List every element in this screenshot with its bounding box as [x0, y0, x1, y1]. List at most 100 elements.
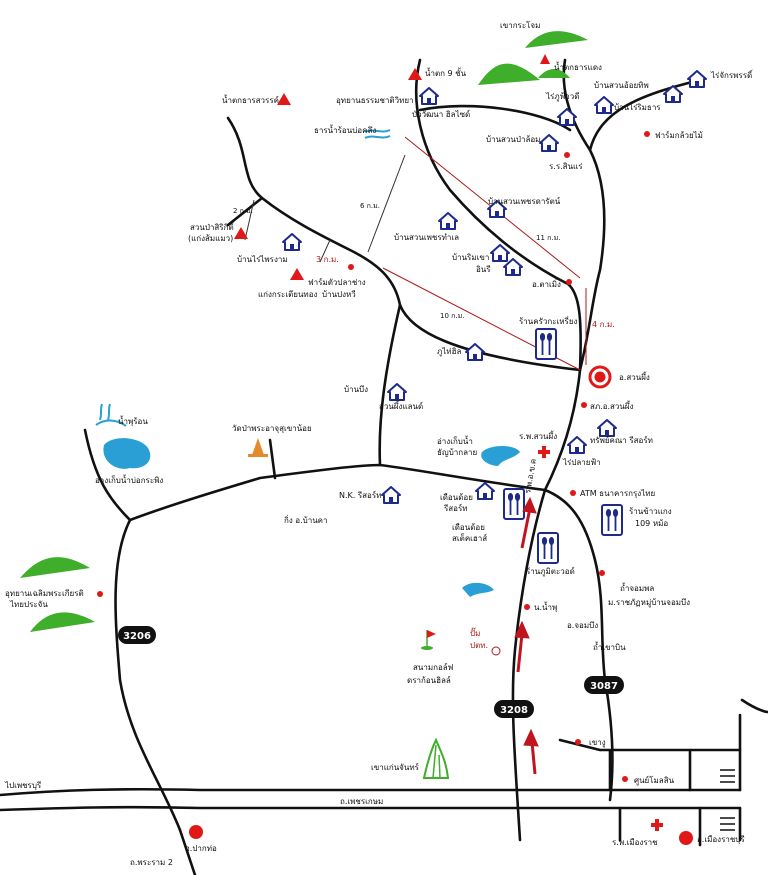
district-marker-icon — [679, 831, 693, 845]
place-label: ATM ธนาคารกรุงไทย — [580, 489, 655, 498]
arrow-north-icon — [523, 728, 539, 775]
place-label: น้ำตก 9 ชั้น — [425, 67, 467, 78]
place-label: อ.เมืองราชบุรี — [697, 835, 745, 844]
hill-icon — [538, 69, 570, 78]
district-marker-icon — [189, 825, 203, 839]
place-label: ร.พ.เมืองราช — [612, 838, 658, 847]
house-icon — [687, 70, 707, 88]
poi-dot — [524, 604, 530, 610]
rapids-peak-icon — [290, 268, 304, 280]
place-label: น.น้ำพุ — [534, 601, 557, 612]
place-label: ถ้ำเขาบิน — [593, 641, 626, 652]
waterfall-peak-icon — [408, 68, 422, 80]
road-label: ถ.เพชรเกษม — [340, 797, 383, 806]
poi-dot — [570, 490, 576, 496]
road-highway-lower — [0, 805, 742, 812]
distance-4km-label: 4 ก.ม. — [592, 320, 615, 329]
place-label: น้ำพุร้อน — [118, 415, 148, 426]
place-label: ไร่จักรพรรดิ์ — [710, 69, 754, 80]
poi-dot — [644, 131, 650, 137]
railway-icon — [720, 769, 735, 831]
svg-text:3208: 3208 — [500, 705, 528, 716]
road-3208-main — [511, 368, 582, 842]
road-loop-north — [418, 104, 572, 132]
peak-markers — [234, 54, 550, 280]
place-label: ร.พ.สวนผึ้ง — [519, 430, 557, 441]
place-label: เดือนด้อย — [452, 523, 485, 532]
place-label: ธารน้ำร้อนบ่อคลึง — [314, 124, 376, 135]
road-3206 — [114, 518, 182, 832]
hill-icon — [525, 31, 588, 48]
road-city-east — [738, 698, 768, 842]
place-label: เขากระโจม — [500, 20, 540, 30]
hill-icon — [30, 612, 95, 632]
district-marker-icon — [588, 365, 612, 389]
distance-2km-label: 2 ก.ม. — [233, 207, 253, 215]
house-icon — [594, 96, 614, 114]
place-label: N.K. รีสอร์ท — [339, 490, 381, 500]
restaurant-icon — [503, 488, 525, 520]
place-label: ไร่ภูฟ้าวดี — [545, 92, 579, 102]
place-label: บ้านไร่ริมธาร — [614, 103, 661, 112]
place-label: บ้านสวนอ้อยทิพ — [594, 81, 649, 90]
place-label: บ้านปงหวี — [322, 290, 356, 299]
route-badge-3208: 3208 — [494, 700, 534, 718]
house-icon — [381, 486, 401, 504]
place-label: กิ่ง อ.บ้านคา — [284, 514, 328, 525]
poi-dot — [566, 279, 572, 285]
road-label: ไปเพชรบุรี — [4, 781, 42, 790]
place-label: ดราก้อนฮิลล์ — [407, 675, 451, 685]
place-label: น้ำตกธารสวรรค์ — [222, 94, 279, 105]
svg-text:3206: 3206 — [123, 631, 151, 642]
poi-dot — [97, 591, 103, 597]
waterfall-peak-icon — [540, 54, 550, 64]
place-label: น้ำตกธารแดง — [554, 61, 602, 72]
road-network — [0, 58, 768, 875]
place-label: ธัญบ้ากลาย — [437, 448, 477, 457]
place-label: (แก่งส้มแมว) — [188, 234, 233, 243]
place-label: รีสอร์ท — [443, 503, 467, 513]
waterfall-peak-icon — [277, 93, 291, 105]
road-highway-upper — [0, 787, 742, 797]
direction-arrows — [514, 496, 539, 775]
place-label: ร้านภูมิตะวอด์ — [526, 566, 575, 577]
place-label: อุทยานธรรมชาติวิทยา — [336, 96, 414, 105]
place-label: บัววัฒนา ฮิลไซด์ — [412, 109, 470, 119]
arrow-north-icon — [520, 496, 537, 549]
reservoir-icon — [481, 446, 520, 466]
place-label: อ่างเก็บน้ำบ่อกระพิง — [95, 474, 163, 485]
place-label: ไทยประจัน — [9, 600, 48, 609]
distance-10km-label: 10 ก.ม. — [440, 312, 464, 320]
poi-dot — [564, 152, 570, 158]
poi-dot — [348, 264, 354, 270]
place-label: บ้านสวนเพชรดารัตน์ — [488, 196, 561, 206]
place-label: ศูนย์โมลสิน — [634, 775, 675, 786]
hill-icon — [20, 557, 90, 578]
house-icon — [438, 212, 458, 230]
place-label: ทรัพย์คณา รีสอร์ท — [590, 435, 653, 445]
place-label: เดือนด้อย — [440, 493, 473, 502]
poi-dot — [581, 402, 587, 408]
place-label: อ.จอมบึง — [567, 621, 598, 630]
arrow-north-icon — [514, 620, 530, 673]
place-label: อ.สวนผึ้ง — [619, 371, 650, 382]
place-label: บ้านสวนเพชรทำเล — [394, 233, 459, 242]
reservoir-icon — [103, 438, 151, 469]
place-label: สวนป่าสิริกิติ์ — [190, 221, 235, 232]
road-east-west — [128, 463, 547, 522]
place-label: แก่งกระเตียนทอง — [258, 290, 318, 299]
poi-dot — [575, 739, 581, 745]
place-label: วัดป่าพระอาจุสุเขาน้อย — [232, 424, 312, 433]
road-short-west — [226, 196, 264, 227]
house-icon — [490, 244, 510, 262]
place-label: สเต็คเฮาส์ — [452, 533, 487, 543]
road-upper-west — [226, 116, 582, 372]
hill-icon — [478, 63, 540, 85]
restaurant-icon — [537, 532, 559, 564]
hospital-icons — [538, 446, 663, 831]
place-label: ปั๊ม — [470, 627, 480, 638]
place-labels: เขากระโจม น้ำตกธารแดง น้ำตก 9 ชั้น น้ำตก… — [4, 20, 754, 867]
place-label: บ้านไร่ไพรงาม — [237, 255, 288, 264]
place-label: อ่างเก็บน้ำ — [437, 435, 473, 446]
place-label: ฟาร์มตัวปลาช่าง — [308, 277, 366, 287]
